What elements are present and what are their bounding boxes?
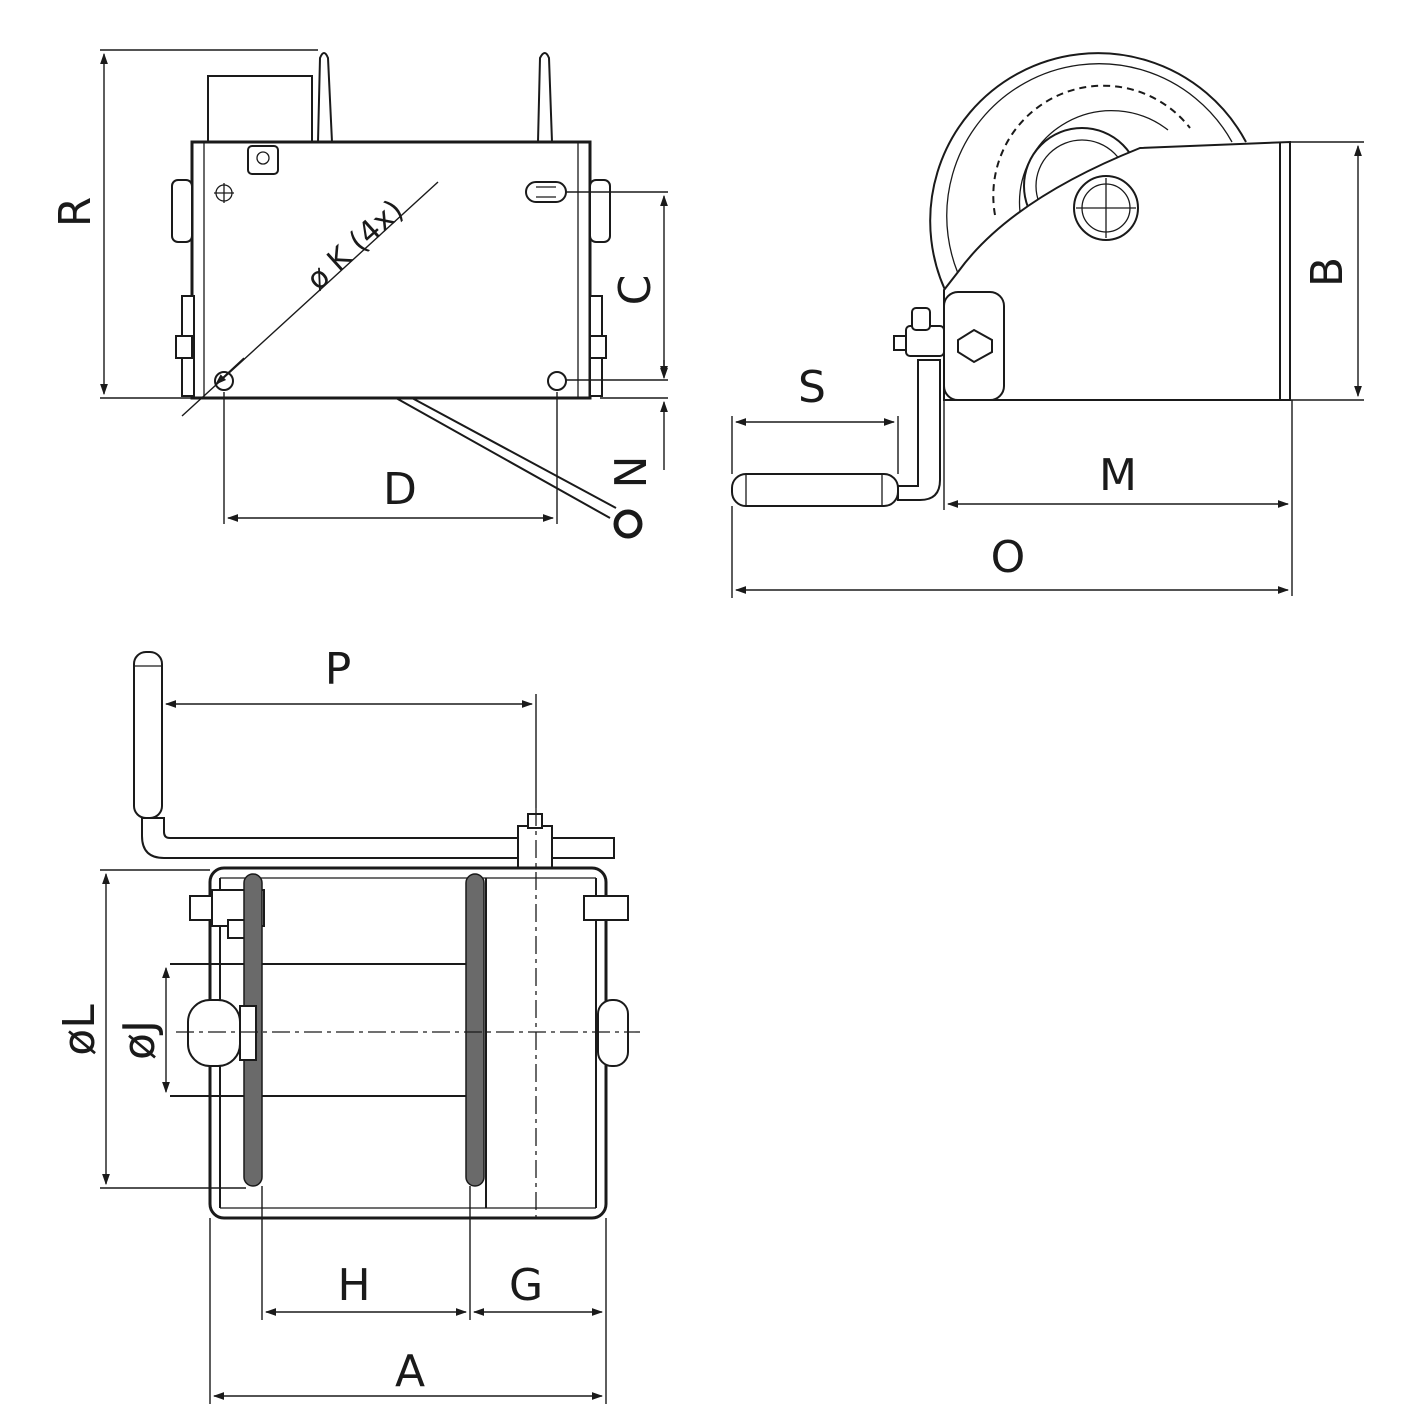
side-boss-left [171,179,193,243]
crank-shaft-end [549,837,615,859]
bolt-top-right [583,895,629,921]
bolt-right [589,335,607,359]
dim-label-S: S [798,362,826,413]
dim-label-G: G [509,1260,543,1311]
crank-knob [613,509,643,539]
dim-label-K: ø K (4x) [300,193,411,298]
dim-label-H: H [337,1260,370,1311]
crank-arm-side [897,359,941,501]
crank-hub [517,825,553,869]
bolt-top-left [189,895,213,921]
crank-grip-top [133,651,163,819]
dim-label-R: R [50,197,101,228]
gear-teeth [992,84,1191,216]
dim-label-P: P [325,644,352,695]
dim-label-L: øL [54,1004,105,1056]
crank-arm [395,397,611,519]
bolt-left [175,335,193,359]
lifting-lug-right [536,52,554,143]
dim-label-O: O [991,532,1026,583]
hex-nut [957,328,993,364]
crank-arm-top [141,817,531,859]
dim-label-D: D [383,464,417,515]
lifting-lug-left [316,52,334,143]
mounting-hole [547,371,567,391]
top-view: P øL øJ H G A [54,644,640,1404]
mounting-hole [214,371,234,391]
pawl-clip [247,145,279,175]
dim-label-C: C [610,275,661,306]
dim-label-N: N [606,456,657,489]
dim-label-A: A [395,1346,425,1397]
dim-label-B: B [1302,257,1353,287]
shaft-stub-left [187,999,241,1067]
housing-body [943,140,1291,401]
crank-grip [731,473,899,507]
dim-label-J: øJ [114,1020,165,1060]
flange-right [465,873,485,1187]
dim-label-M: M [1099,450,1137,501]
side-view: S B M O [731,52,1364,598]
shaft-stub-right [597,999,629,1067]
front-view: R ø K (4x) C N D [50,49,668,539]
frame-body [190,140,592,400]
brake-housing [207,75,313,143]
side-boss-right [589,179,611,243]
housing-top [208,866,608,1220]
slot-hole [525,181,567,203]
